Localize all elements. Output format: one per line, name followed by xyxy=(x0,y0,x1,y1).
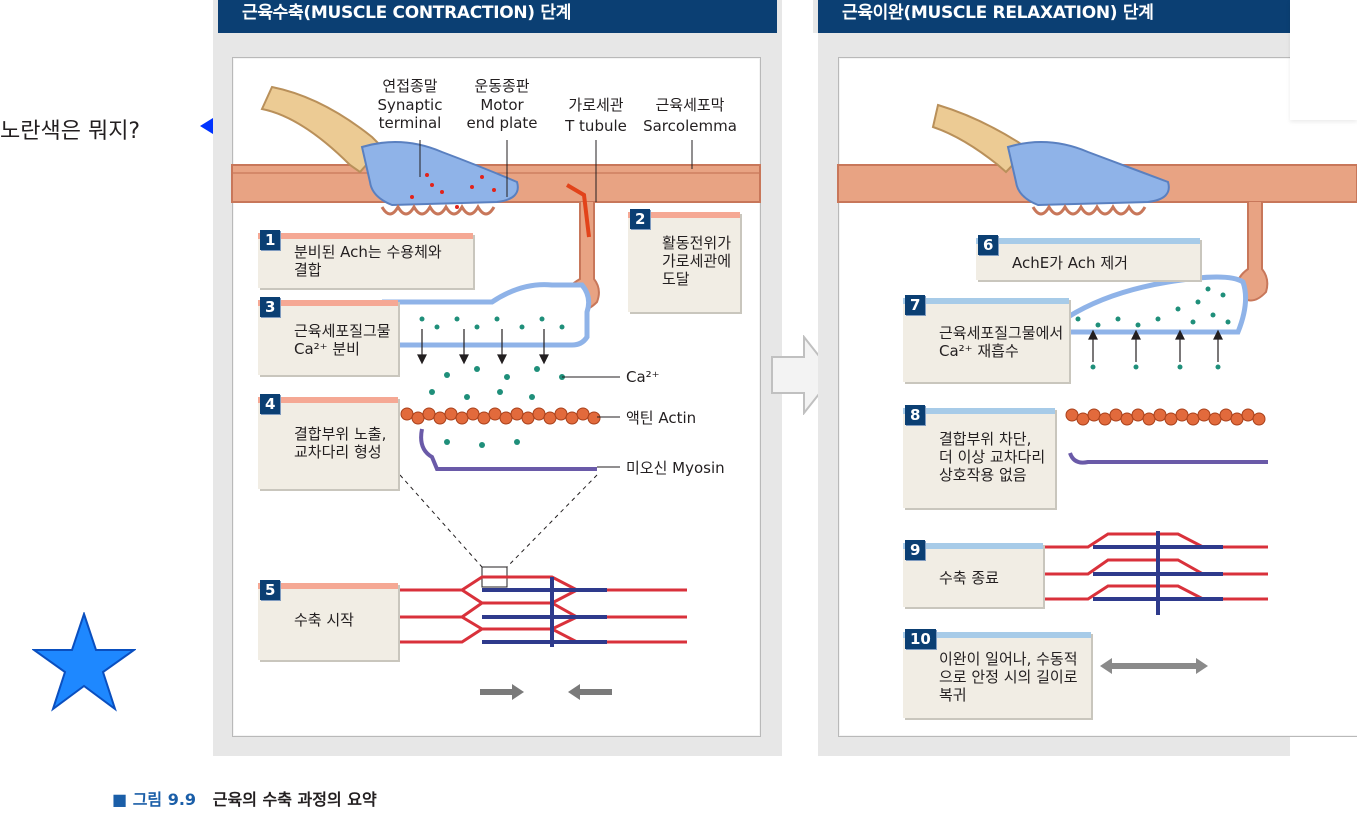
figure-caption: ■ 그림 9.9 근육의 수축 과정의 요약 xyxy=(112,786,377,810)
step-text: 수축 시작 xyxy=(294,611,354,629)
step-10: 10 이완이 일어나, 수동적 으로 안정 시의 길이로 복귀 xyxy=(903,629,1091,718)
actin-filament xyxy=(400,407,601,425)
step-6: 6 AchE가 Ach 제거 xyxy=(976,235,1200,280)
label-motor-end-plate-ko: 운동종판 xyxy=(474,77,530,95)
figure-title: 근육의 수축 과정의 요약 xyxy=(212,790,377,809)
step-text: 활동전위가 가로세관에 도달 xyxy=(662,234,732,288)
motor-end-plate xyxy=(380,203,496,216)
label-motor-end-plate-en: Motor end plate xyxy=(466,96,538,132)
step-text: 근육세포질그물 Ca²⁺ 분비 xyxy=(294,322,391,358)
step-text: 근육세포질그물에서 Ca²⁺ 재흡수 xyxy=(939,324,1064,360)
step-number: 3 xyxy=(260,297,281,317)
step-number: 6 xyxy=(978,235,999,255)
step-4: 4 결합부위 노출, 교차다리 형성 xyxy=(258,394,398,489)
label-synaptic-terminal-en: Synaptic terminal xyxy=(377,96,443,132)
myosin-filament xyxy=(419,428,597,471)
label-ca: Ca²⁺ xyxy=(626,368,660,386)
step-text: 결합부위 차단, 더 이상 교차다리 상호작용 없음 xyxy=(939,430,1046,484)
step-9: 9 수축 종료 xyxy=(903,540,1043,607)
step-8: 8 결합부위 차단, 더 이상 교차다리 상호작용 없음 xyxy=(903,405,1055,508)
step-number: 5 xyxy=(260,580,281,600)
star-icon xyxy=(32,612,136,712)
sarcoplasmic-reticulum xyxy=(382,282,592,348)
step-number: 4 xyxy=(260,394,281,414)
synaptic-terminal xyxy=(360,141,519,207)
label-sarcolemma-ko: 근육세포막 xyxy=(655,96,725,114)
step-number: 9 xyxy=(905,540,926,560)
figure-number: ■ 그림 9.9 xyxy=(112,790,197,809)
relaxation-illustration xyxy=(837,103,1357,674)
step-3: 3 근육세포질그물 Ca²⁺ 분비 xyxy=(258,297,398,375)
label-myosin: 미오신 Myosin xyxy=(626,459,725,477)
step-7: 7 근육세포질그물에서 Ca²⁺ 재흡수 xyxy=(903,295,1069,382)
axon xyxy=(260,85,384,174)
step-text: 이완이 일어나, 수동적 으로 안정 시의 길이로 복귀 xyxy=(939,650,1078,704)
step-1: 1 분비된 Ach는 수용체와 결합 xyxy=(258,230,473,288)
label-sarcolemma-en: Sarcolemma xyxy=(643,117,737,135)
step-number: 7 xyxy=(905,295,926,315)
step-5: 5 수축 시작 xyxy=(258,580,398,660)
step-text: 분비된 Ach는 수용체와 결합 xyxy=(294,243,442,279)
step-text: 수축 종료 xyxy=(939,569,999,587)
label-t-tubule-en: T tubule xyxy=(565,117,627,135)
label-actin: 액틴 Actin xyxy=(626,409,697,427)
step-text: 결합부위 노출, 교차다리 형성 xyxy=(294,425,387,461)
double-arrow-icon xyxy=(1100,658,1208,674)
step-number: 8 xyxy=(905,405,926,425)
relaxation-header: 근육이완(MUSCLE RELAXATION) 단계 xyxy=(813,0,1290,33)
sarcomere xyxy=(397,575,687,647)
label-synaptic-terminal-ko: 연접종말 xyxy=(382,77,438,95)
contraction-header: 근육수축(MUSCLE CONTRACTION) 단계 xyxy=(213,0,777,33)
step-2: 2 활동전위가 가로세관에 도달 xyxy=(628,209,740,312)
step-number: 10 xyxy=(905,629,936,649)
step-number: 2 xyxy=(630,209,651,229)
label-t-tubule-ko: 가로세관 xyxy=(568,96,624,114)
annotation-note: 노란색은 뭐지? xyxy=(0,119,141,144)
step-number: 1 xyxy=(260,230,281,250)
contraction-illustration xyxy=(231,85,761,700)
step-text: AchE가 Ach 제거 xyxy=(1012,254,1128,272)
